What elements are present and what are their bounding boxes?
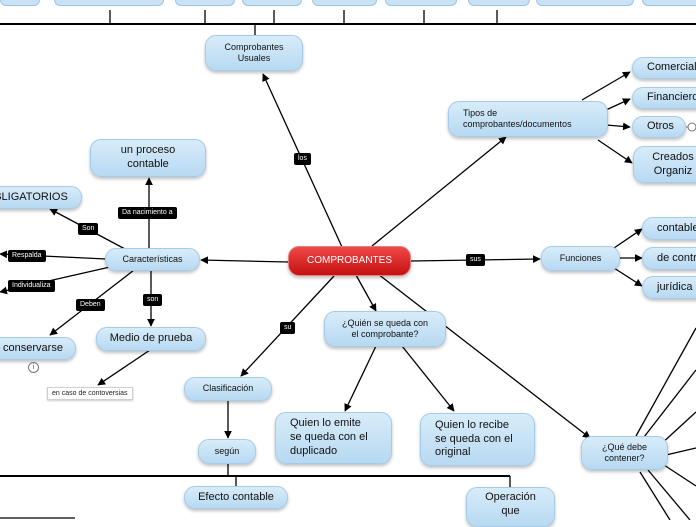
node-contable[interactable]: contable: [642, 217, 696, 240]
label-son-bottom: son: [143, 294, 163, 306]
node-financiero[interactable]: Financiero: [632, 87, 696, 109]
node-clasificacion[interactable]: Clasificación: [184, 377, 272, 401]
node-efecto-contable[interactable]: Efecto contable: [184, 486, 288, 509]
node-comprobantes[interactable]: COMPROBANTES: [288, 246, 411, 276]
node-quien-emite[interactable]: Quien lo emite se queda con el duplicado: [275, 412, 392, 464]
node-otros[interactable]: Otros: [632, 116, 686, 138]
node-comercial[interactable]: Comercial: [632, 57, 696, 79]
top-node-1[interactable]: [0, 0, 40, 6]
top-node-7[interactable]: [468, 0, 530, 6]
top-node-4[interactable]: [242, 0, 302, 6]
label-su: su: [280, 322, 296, 334]
label-deben: Deben: [76, 299, 105, 311]
label-sus: sus: [466, 254, 485, 266]
label-son-top: Son: [78, 223, 99, 235]
node-creados[interactable]: Creados Organiz: [633, 146, 696, 183]
node-segun[interactable]: según: [198, 439, 256, 464]
node-proceso-contable[interactable]: un proceso contable: [90, 139, 206, 177]
node-caracteristicas[interactable]: Características: [105, 248, 200, 271]
node-tipos-comprobantes[interactable]: Tipos de comprobantes/documentos: [448, 101, 608, 137]
top-node-6[interactable]: [385, 0, 457, 6]
top-node-9[interactable]: [642, 0, 696, 6]
label-individualiza: Individualiza: [8, 280, 55, 292]
label-respalda: Respalda: [8, 250, 46, 262]
node-comprobantes-usuales[interactable]: Comprobantes Usuales: [205, 35, 303, 71]
node-que-debe-contener[interactable]: ¿Qué debe contener?: [581, 436, 668, 470]
node-obligatorios[interactable]: BLIGATORIOS: [0, 186, 82, 209]
label-los: los: [294, 153, 311, 165]
node-quien-queda[interactable]: ¿Quién se queda con el comprobante?: [324, 311, 446, 347]
node-de-contr[interactable]: de contr: [642, 247, 696, 270]
node-medio-prueba[interactable]: Medio de prueba: [96, 327, 206, 351]
top-node-8[interactable]: [536, 0, 634, 6]
top-node-3[interactable]: [175, 0, 235, 6]
node-operacion[interactable]: Operación que: [466, 487, 555, 527]
note-controversias: en caso de contoversias: [47, 387, 133, 400]
node-quien-recibe[interactable]: Quien lo recibe se queda con el original: [420, 413, 535, 466]
node-funciones[interactable]: Funciones: [541, 246, 620, 271]
top-node-5[interactable]: [312, 0, 377, 6]
node-juridica[interactable]: jurídica: [642, 276, 696, 299]
info-icon[interactable]: i: [28, 362, 39, 373]
node-conservarse[interactable]: conservarse: [0, 337, 76, 360]
top-node-2[interactable]: [54, 0, 164, 6]
label-da-nacimiento: Da nacimiento a: [118, 207, 177, 219]
